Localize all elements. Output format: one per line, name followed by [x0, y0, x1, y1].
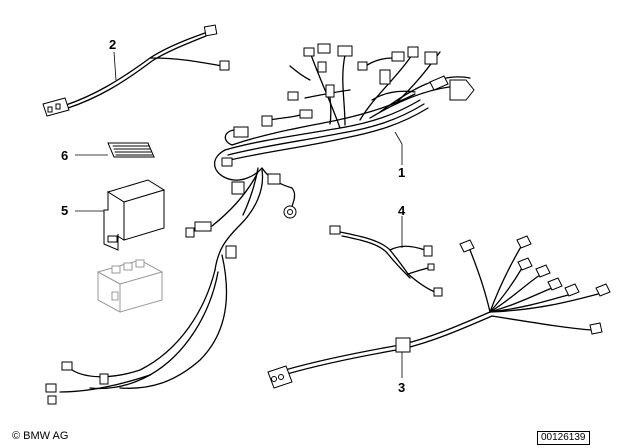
callout-4: 4 — [398, 203, 406, 218]
part-4-small-wiring-lead[interactable] — [329, 216, 443, 297]
part-1-main-wiring-harness[interactable] — [45, 43, 475, 405]
part-2-adapter-lead[interactable] — [42, 24, 230, 117]
part-5-relay[interactable] — [75, 179, 166, 251]
callout-1: 1 — [398, 165, 406, 180]
callout-2: 2 — [109, 37, 117, 52]
diagram-number: 00126139 — [537, 431, 590, 445]
callout-6: 6 — [61, 148, 69, 163]
copyright-text: © BMW AG — [12, 430, 69, 442]
part-3-lamp-wiring-harness[interactable] — [267, 235, 611, 389]
part-6-label-plate[interactable] — [75, 142, 155, 158]
callout-5: 5 — [61, 203, 69, 218]
relay-socket-outline — [96, 259, 164, 313]
callout-3: 3 — [398, 380, 406, 395]
